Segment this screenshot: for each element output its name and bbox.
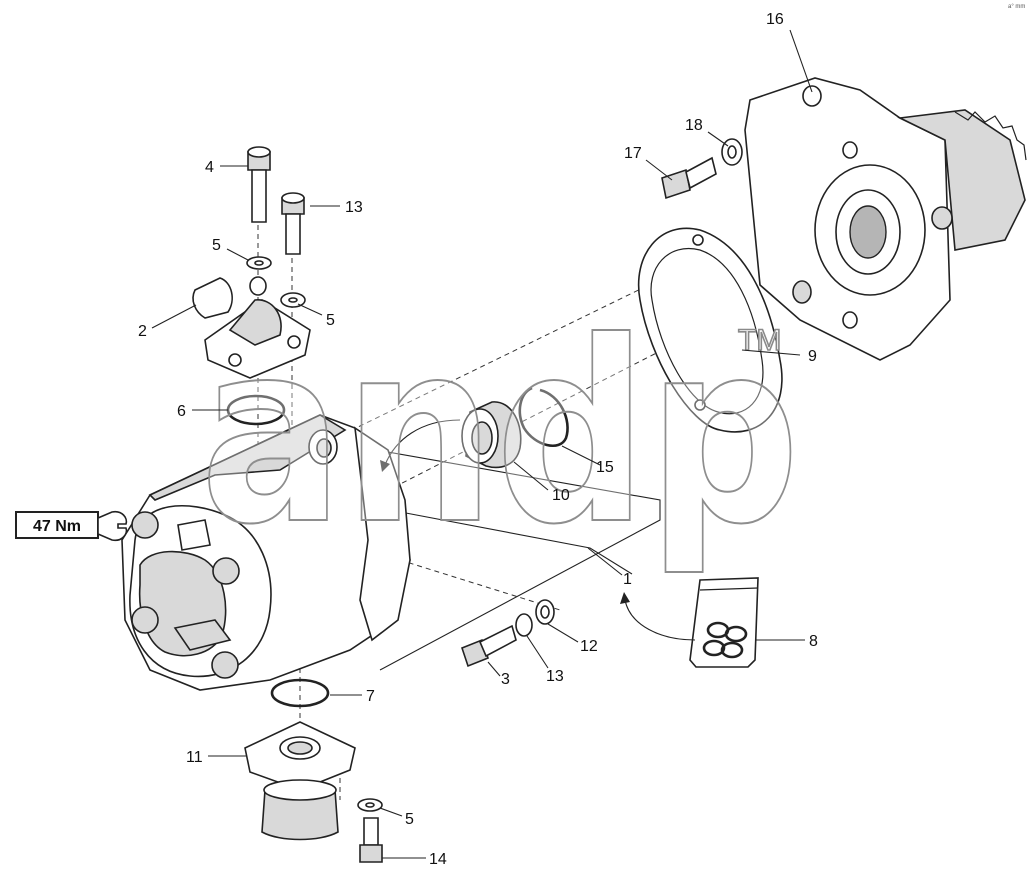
callout-18: 18 [685,117,703,134]
callout-11: 11 [186,749,203,766]
callout-1: 1 [623,571,632,588]
washer-part-5-bottom [357,798,383,812]
shaft-seal-part-10 [461,401,522,469]
outlet-flange-part-11 [244,721,356,841]
pump-body-part-1 [121,414,411,691]
callout-labels: 16 18 17 4 13 5 5 2 6 9 15 10 1 12 13 3 … [138,11,818,868]
corner-mark: a° mm [1008,4,1025,10]
callout-5-top-right: 5 [326,312,335,329]
circlip-part-16 [518,386,569,448]
assembly-arrows [380,419,696,641]
watermark-text: andp [200,288,800,579]
torque-wrench-badge: 47 Nm [15,510,128,542]
drive-flange-part-15 [744,77,1027,361]
gasket-part-9 [637,227,783,433]
bolt-part-3 [461,624,517,668]
bolt-part-13-bottom [359,817,383,863]
washer-part-5-top-right [280,292,306,308]
callout-5-top-left: 5 [212,237,221,254]
callout-8: 8 [809,633,818,650]
seal-kit-bag-part-8 [689,577,759,668]
callout-10: 10 [552,487,570,504]
callout-17: 17 [624,145,642,162]
callout-15: 16 [766,11,784,28]
callout-13-top: 13 [345,199,363,216]
inlet-flange-part-2 [192,276,311,379]
washer-part-14 [515,613,533,637]
callout-6: 6 [177,403,186,420]
bolt-part-4 [247,146,271,223]
callout-leaders [151,29,813,859]
callout-2: 2 [138,323,147,340]
callout-14: 13 [546,668,564,685]
callout-12: 12 [580,638,598,655]
callout-5-bottom: 5 [405,811,414,828]
washer-part-12 [535,599,555,625]
callout-13-bottom: 14 [429,851,447,868]
bolt-part-13-top [281,192,305,255]
callout-3: 3 [501,671,510,688]
callout-16: 15 [596,459,614,476]
callout-7: 7 [366,688,375,705]
torque-value: 47 Nm [33,518,81,535]
watermark: andp TM [199,287,801,580]
assembly-frame [269,259,761,671]
washer-part-5-top-left [246,256,272,270]
callout-4: 4 [205,159,214,176]
o-ring-part-7 [270,678,330,708]
washer-part-18 [721,138,743,166]
callout-9: 9 [808,348,817,365]
